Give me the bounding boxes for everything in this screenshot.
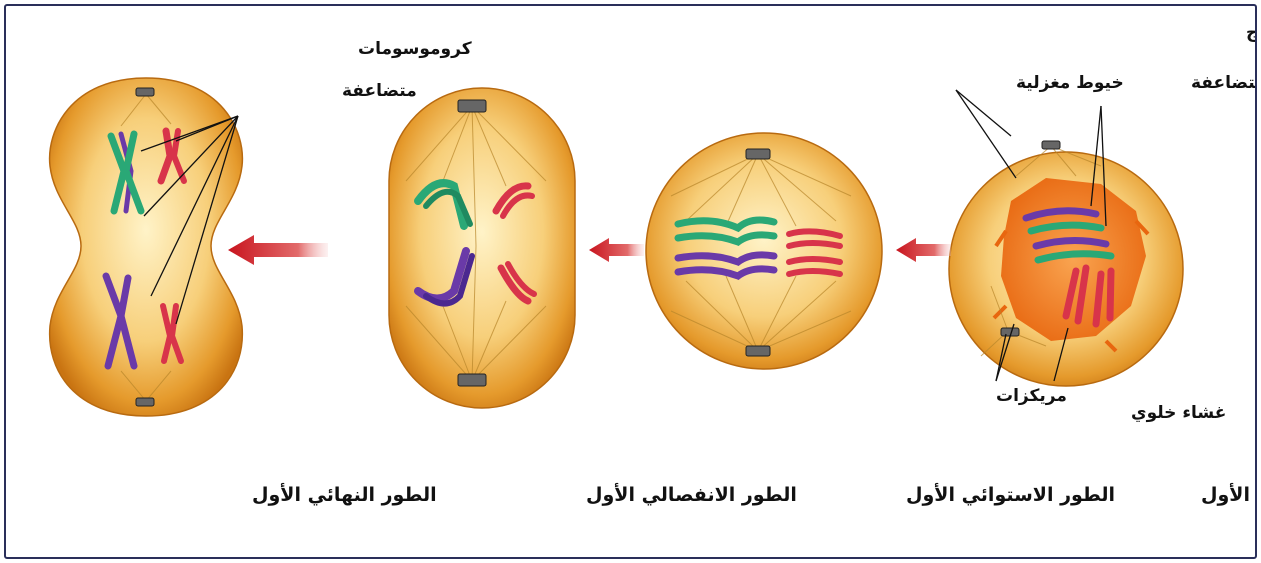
metaphase-cell-body	[646, 133, 882, 369]
centriole-icon	[136, 398, 154, 406]
stage-caption-prophase: الطور التمهيدي الأول	[1201, 483, 1255, 507]
centriole-icon	[458, 374, 486, 386]
spindle-fibers-label: خيوط مغزلية	[1016, 73, 1124, 93]
metaphase-cell	[646, 133, 882, 369]
centriole-icon	[458, 100, 486, 112]
stage-caption-metaphase: الطور الاستوائي الأول	[906, 483, 1115, 506]
telophase-cell-body	[50, 78, 243, 416]
centrioles-label: مريكزات	[996, 386, 1067, 406]
prophase-cell	[949, 141, 1183, 386]
tetrads-label: متضاعفة	[1191, 73, 1255, 93]
homologous-pairs-label: كروموسومات أزواج	[1246, 21, 1255, 43]
centriole-icon	[746, 149, 770, 159]
arrow-icon	[896, 238, 951, 262]
diagram-frame: كروموسومات أزواج متضاعفة خيوط مغزلية مري…	[4, 4, 1257, 559]
centriole-icon	[136, 88, 154, 96]
centriole-icon	[1042, 141, 1060, 149]
telophase-chromosomes-label-1: كروموسومات	[358, 39, 472, 59]
arrow-icon	[589, 238, 644, 262]
arrow-icon	[228, 235, 328, 265]
meiosis-diagram: كروموسومات أزواج متضاعفة خيوط مغزلية مري…	[6, 6, 1255, 557]
anaphase-cell-body	[389, 88, 575, 408]
stage-caption-telophase: الطور النهائي الأول	[252, 483, 437, 506]
stage-caption-anaphase: الطور الانفصالي الأول	[586, 483, 797, 506]
anaphase-cell	[389, 88, 575, 408]
cell-membrane-label: غشاء خلوي	[1131, 403, 1226, 423]
centriole-icon	[746, 346, 770, 356]
telophase-chromosomes-label-2: متضاعفة	[342, 81, 417, 101]
telophase-cell	[50, 78, 243, 416]
